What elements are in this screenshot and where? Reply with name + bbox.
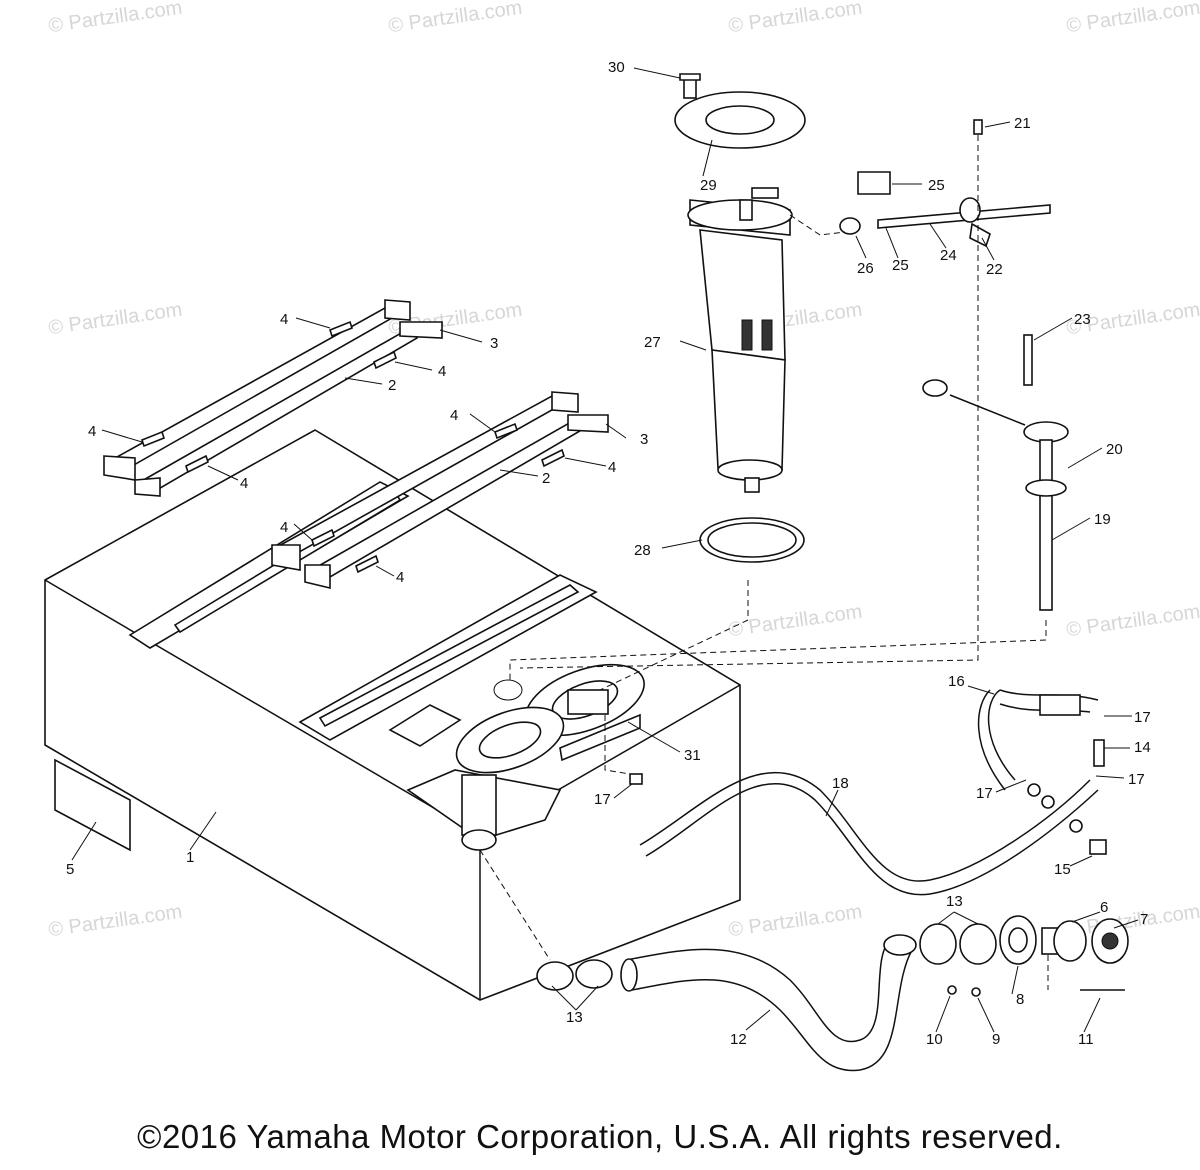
callout-2-a: 2 (388, 377, 396, 394)
callout-3-b: 3 (640, 431, 648, 448)
callout-4-d: 4 (240, 475, 248, 492)
callout-6: 6 (1100, 899, 1108, 916)
copyright-notice: ©2016 Yamaha Motor Corporation, U.S.A. A… (137, 1118, 1063, 1155)
callout-10: 10 (926, 1031, 943, 1048)
callout-4-f: 4 (608, 459, 616, 476)
callout-4-b: 4 (438, 363, 446, 380)
fuel-sender (839, 119, 1069, 611)
callout-27: 27 (644, 334, 661, 351)
callout-31: 31 (684, 747, 701, 764)
callout-17-a: 17 (594, 791, 611, 808)
fuel-pump (674, 73, 806, 563)
callout-14: 14 (1134, 739, 1151, 756)
callout-17-b: 17 (1134, 709, 1151, 726)
callout-13-right: 13 (946, 893, 963, 910)
callout-5: 5 (66, 861, 74, 878)
fuel-lines (629, 689, 1107, 896)
callout-19: 19 (1094, 511, 1111, 528)
callout-1: 1 (186, 849, 194, 866)
filler-assembly (536, 915, 1129, 1072)
callout-25-top: 25 (928, 177, 945, 194)
callout-22: 22 (986, 261, 1003, 278)
callout-11: 11 (1078, 1031, 1094, 1048)
callout-17-c: 17 (1128, 771, 1145, 788)
callout-30: 30 (608, 59, 625, 76)
callouts: 30 29 27 28 25 21 26 25 24 22 23 20 19 4… (66, 59, 1151, 1048)
callout-18: 18 (832, 775, 849, 792)
callout-23: 23 (1074, 311, 1091, 328)
callout-12: 12 (730, 1031, 747, 1048)
callout-29: 29 (700, 177, 717, 194)
tank-bands (103, 299, 609, 590)
bolts (141, 320, 565, 574)
callout-4-e: 4 (450, 407, 458, 424)
callout-4-h: 4 (396, 569, 404, 586)
callout-2-b: 2 (542, 470, 550, 487)
callout-4-g: 4 (280, 519, 288, 536)
callout-20: 20 (1106, 441, 1123, 458)
leader-lines (71, 67, 1139, 1033)
alignment-lines (479, 135, 1049, 990)
callout-13-left: 13 (566, 1009, 583, 1026)
callout-9: 9 (992, 1031, 1000, 1048)
callout-4-c: 4 (88, 423, 96, 440)
callout-26: 26 (857, 260, 874, 277)
callout-21: 21 (1014, 115, 1031, 132)
callout-7: 7 (1140, 911, 1148, 928)
callout-8: 8 (1016, 991, 1024, 1008)
callout-17-d: 17 (976, 785, 993, 802)
fuel-tank (44, 429, 741, 1001)
callout-25-bottom: 25 (892, 257, 909, 274)
callout-15: 15 (1054, 861, 1071, 878)
callout-28: 28 (634, 542, 651, 559)
callout-16: 16 (948, 673, 965, 690)
callout-3-a: 3 (490, 335, 498, 352)
callout-4-a: 4 (280, 311, 288, 328)
callout-24: 24 (940, 247, 957, 264)
